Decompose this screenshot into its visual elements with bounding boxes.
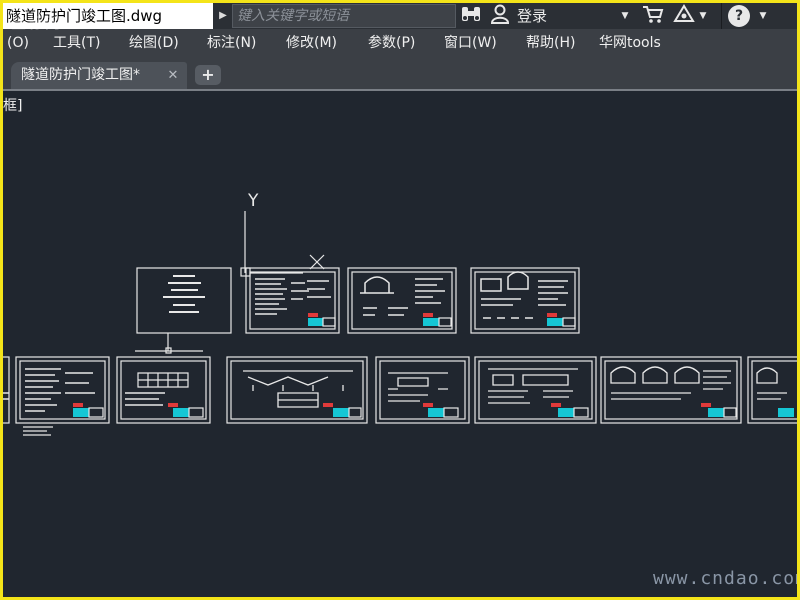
viewport-style-label[interactable]: 框] <box>3 98 23 114</box>
drawing-sheet <box>347 267 457 334</box>
cad-window: 隧道防护门竣工图.dwg ▶ 键入关键字或短语 登录 ▼ <box>3 3 797 597</box>
binoculars-icon[interactable] <box>459 4 483 28</box>
help-icon[interactable]: ? <box>728 5 750 27</box>
user-icon[interactable] <box>489 4 511 28</box>
tab-drawing-label: 隧道防护门竣工图* <box>21 67 140 83</box>
drawing-sheet <box>600 356 742 424</box>
menu-item-draw[interactable]: 绘图(D) <box>129 35 179 51</box>
watermark-bottom-right: www.cndao.com <box>653 568 797 589</box>
drawing-sheet <box>226 356 368 424</box>
menu-item-parametric[interactable]: 参数(P) <box>368 35 416 51</box>
window-title: 隧道防护门竣工图.dwg <box>3 3 213 29</box>
menu-item-huawang-tools[interactable]: 华网tools <box>599 35 661 51</box>
drawing-sheet <box>3 356 10 424</box>
drawing-sheet <box>375 356 470 424</box>
toolbar-separator <box>721 3 722 29</box>
title-expand-arrow-icon[interactable]: ▶ <box>215 3 231 29</box>
search-input[interactable]: 键入关键字或短语 <box>232 4 456 28</box>
watermark-top-left: 查标网 <box>11 14 63 32</box>
ucs-y-label: Y <box>247 191 259 211</box>
help-dropdown-icon[interactable]: ▼ <box>759 11 767 21</box>
document-tab-bar: 隧道防护门竣工图* ✕ + <box>3 57 797 91</box>
drawing-sheet <box>135 267 232 354</box>
drawing-sheet <box>15 356 110 436</box>
menu-item-dimension[interactable]: 标注(N) <box>207 35 257 51</box>
autodesk-exchange-icon[interactable] <box>671 4 697 28</box>
menu-item-modify[interactable]: 修改(M) <box>286 35 338 51</box>
menu-item-format[interactable]: (O) <box>7 35 29 51</box>
cart-icon[interactable] <box>641 4 665 28</box>
menu-item-tools[interactable]: 工具(T) <box>53 35 101 51</box>
new-tab-button[interactable]: + <box>195 65 221 85</box>
login-dropdown-icon[interactable]: ▼ <box>621 11 629 21</box>
drawing-canvas[interactable]: Y <box>3 93 797 597</box>
title-bar: 隧道防护门竣工图.dwg ▶ 键入关键字或短语 登录 ▼ <box>3 3 797 29</box>
drawing-sheet <box>747 356 797 424</box>
drawing-sheet <box>470 267 580 334</box>
menu-item-window[interactable]: 窗口(W) <box>444 35 497 51</box>
login-button[interactable]: 登录 <box>517 7 548 25</box>
drawing-sheet <box>474 356 597 424</box>
menu-bar: (O) 工具(T) 绘图(D) 标注(N) 修改(M) 参数(P) 窗口(W) … <box>3 29 797 57</box>
menu-item-help[interactable]: 帮助(H) <box>526 35 576 51</box>
exchange-dropdown-icon[interactable]: ▼ <box>699 11 707 21</box>
tab-drawing[interactable]: 隧道防护门竣工图* ✕ <box>11 62 187 89</box>
drawing-sheet <box>245 267 340 334</box>
ucs-icon: Y <box>240 191 325 277</box>
close-icon[interactable]: ✕ <box>167 68 179 83</box>
drawing-sheet <box>116 356 211 424</box>
